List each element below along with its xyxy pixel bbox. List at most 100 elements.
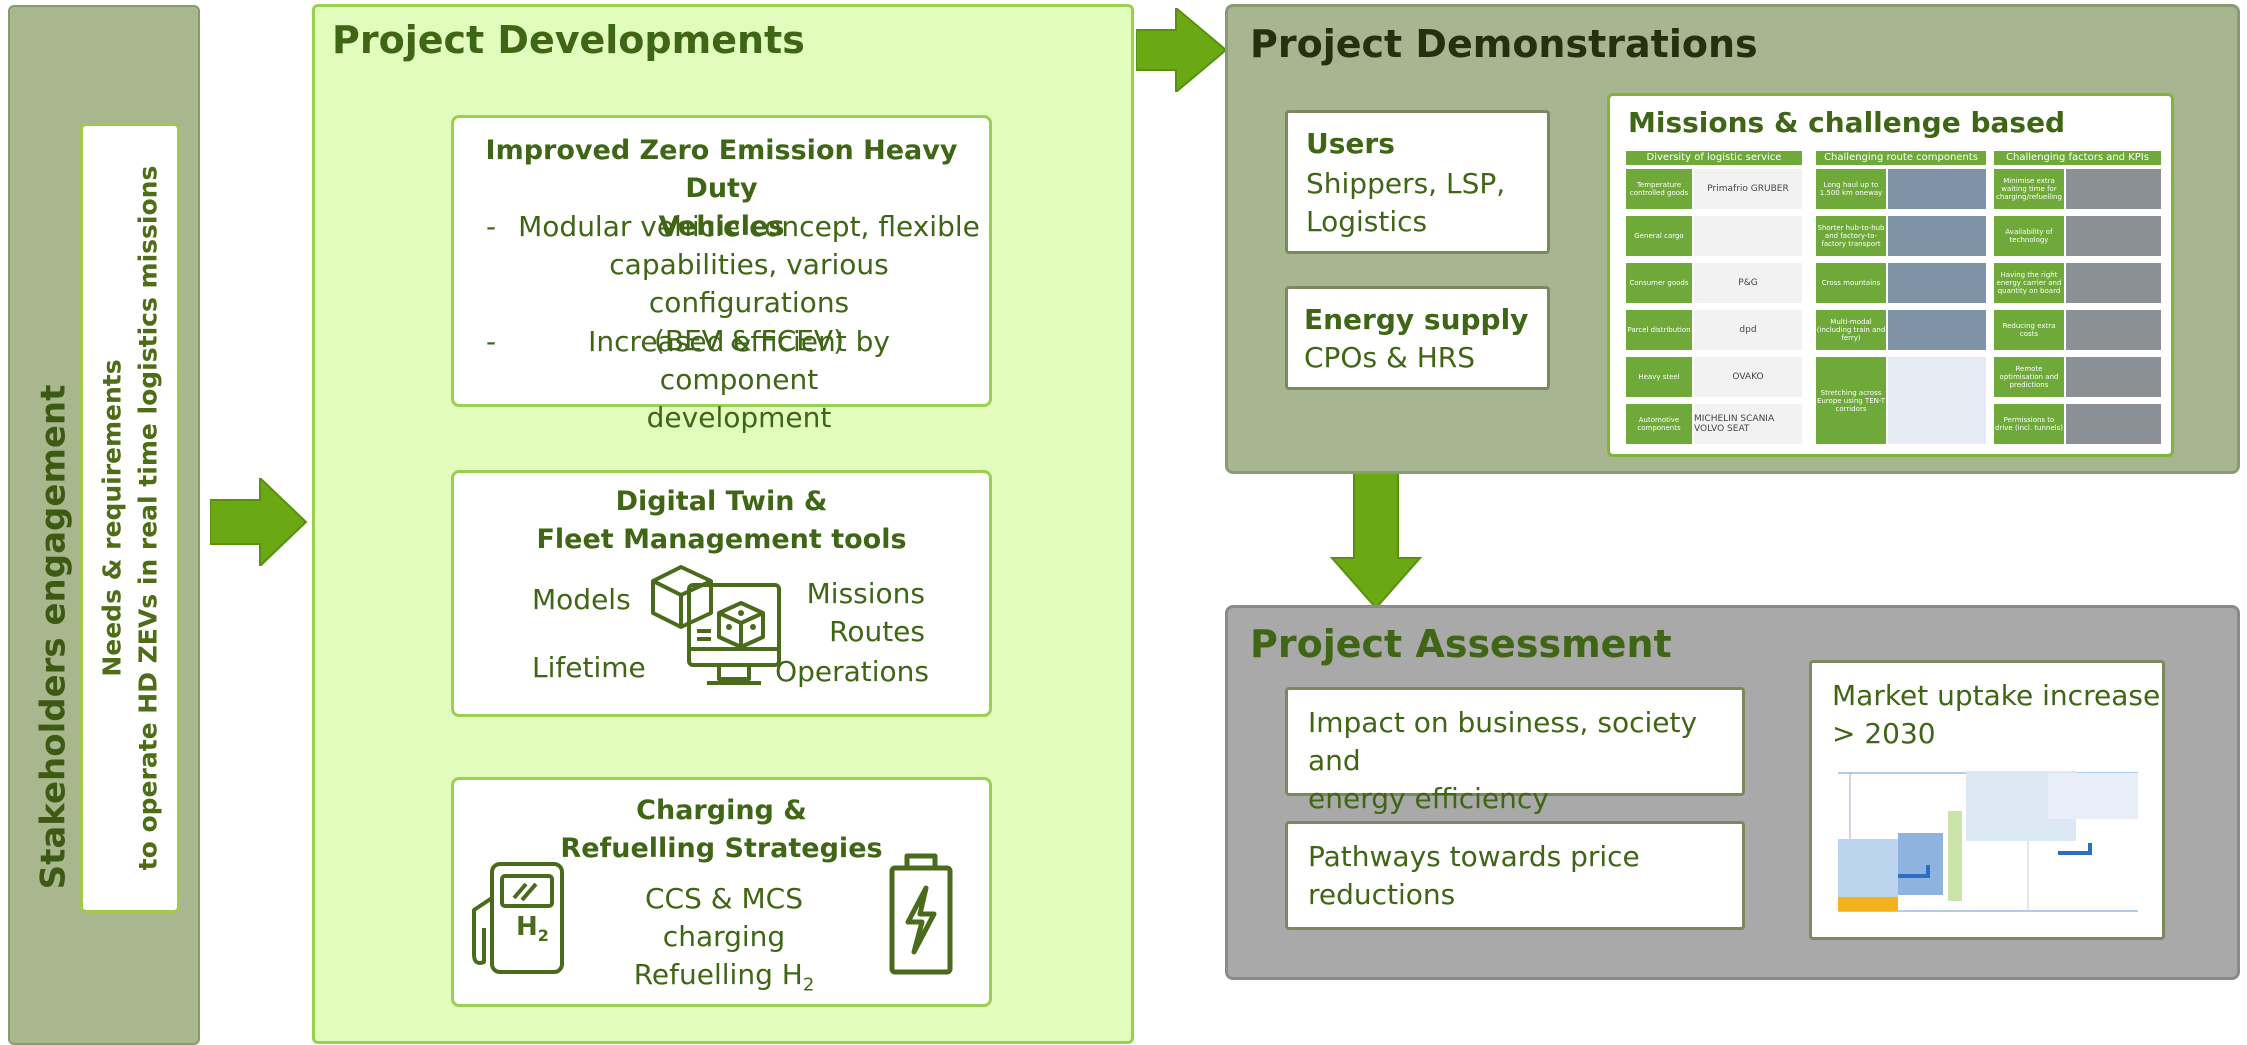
digital-twin-title-line2: Fleet Management tools [536,524,907,555]
charging-box: Charging & Refuelling Strategies CCS & M… [451,777,992,1007]
market-text: Market uptake increase > 2030 [1832,677,2160,753]
developments-title: Project Developments [332,18,805,62]
lifetime-label: Lifetime [532,651,646,684]
vehicles-title-line1: Improved Zero Emission Heavy Duty [485,135,958,204]
users-text: Shippers, LSP, Logistics [1306,165,1505,241]
refuelling-text: Refuelling H [633,958,803,991]
operations-label: Operations [775,655,929,688]
models-label: Models [532,583,631,616]
vehicles-bullet1-line1: Modular vehicle concept, flexible [518,210,980,243]
market-timeline-thumbnail [1828,761,2148,926]
routes-label: Routes [829,615,925,648]
assessment-title: Project Assessment [1250,622,1672,666]
h2-label: H2 [516,912,549,945]
battery-charge-icon [889,853,953,975]
sector-cell: Automotive components [1626,404,1692,444]
h2-text: H [516,912,538,942]
market-line1: Market uptake increase [1832,679,2161,712]
digital-twin-title: Digital Twin & Fleet Management tools [454,483,989,559]
sector-cell: Consumer goods [1626,263,1692,303]
refuelling-sub: 2 [802,974,815,996]
vehicles-bullet1-line2: capabilities, various configurations [609,248,889,319]
vehicles-bullet2-line2: development [646,401,832,434]
impact-line1: Impact on business, society and [1308,706,1698,777]
route-photo [1888,169,1986,209]
missions-title: Missions & challenge based [1628,106,2066,139]
factor-cell: Having the right energy carrier and quan… [1994,263,2064,303]
vehicles-title-line2: Vehicles [658,211,785,242]
users-title: Users [1306,127,1395,160]
market-uptake-box: Market uptake increase > 2030 [1809,660,2165,940]
factor-cell: Minimise extra waiting time for charging… [1994,169,2064,209]
vehicles-bullet1: Modular vehicle concept, flexible capabi… [514,208,984,360]
digital-twin-box: Digital Twin & Fleet Management tools Mo… [451,470,992,717]
factor-cell: Availability of technology [1994,216,2064,256]
needs-line2: to operate HD ZEVs in real time logistic… [133,165,163,871]
charging-text: CCS & MCS charging Refuelling H2 [584,880,864,1005]
missions-table-header: Diversity of logistic service providers [1626,151,1802,177]
refuelling-line: Refuelling H2 [584,956,864,1005]
vehicles-bullet1-line3: (BEV & FCEV) [653,324,845,357]
logo-cell: Primafrio GRUBER [1694,169,1802,209]
factor-photo [2066,310,2161,350]
vehicles-box: Improved Zero Emission Heavy Duty Vehicl… [451,115,992,434]
route-cell: Cross mountains [1816,263,1886,303]
logo-cell: dpd [1694,310,1802,350]
route-photo [1888,357,1986,444]
logo-cell [1694,216,1802,256]
charging-title-line2: Refuelling Strategies [560,833,883,864]
factor-photo [2066,216,2161,256]
missions-table: Diversity of logistic service providersC… [1626,151,2161,451]
missions-box: Missions & challenge based Diversity of … [1607,93,2174,457]
needs-text: Needs & requirements to operate HD ZEVs … [94,166,166,871]
logo-cell: MICHELIN SCANIA VOLVO SEAT [1694,404,1802,444]
logo-cell: OVAKO [1694,357,1802,397]
energy-supply-box: Energy supply CPOs & HRS [1285,286,1550,390]
vehicles-bullet2-line1: Increased efficient by component [588,325,890,396]
vehicles-bullet2: Increased efficient by component develop… [514,323,964,437]
market-line2: > 2030 [1832,717,1936,750]
right-arrow-icon [1136,8,1228,92]
charging-title: Charging & Refuelling Strategies [454,792,989,868]
route-photo [1888,216,1986,256]
sector-cell: General cargo [1626,216,1692,256]
pathways-text: Pathways towards price reductions [1308,838,1640,914]
digital-twin-monitor-icon [651,565,781,685]
charging-line1: CCS & MCS charging [645,882,803,953]
impact-text: Impact on business, society and energy e… [1308,704,1742,818]
energy-title: Energy supply [1304,303,1529,336]
route-photo [1888,263,1986,303]
bullet-dash: - [486,210,497,243]
impact-line2: energy efficiency [1308,782,1549,815]
demonstrations-title: Project Demonstrations [1250,22,1758,66]
impact-box: Impact on business, society and energy e… [1285,687,1745,815]
route-cell: Multi-modal (including train and ferry) [1816,310,1886,350]
vehicles-title: Improved Zero Emission Heavy Duty Vehicl… [454,132,989,246]
missions-table-header: Challenging factors and KPIs [1994,151,2161,165]
sector-cell: Heavy steel [1626,357,1692,397]
needs-line1: Needs & requirements [97,359,127,677]
needs-box: Needs & requirements to operate HD ZEVs … [80,123,180,913]
hydrogen-pump-icon [472,862,564,974]
down-arrow-icon [1330,470,1422,610]
energy-line1: CPOs & HRS [1304,341,1475,374]
h2-sub: 2 [537,926,549,946]
route-cell: Long haul up to 1.500 km oneway [1816,169,1886,209]
route-cell: Stretching across Europe using TEN-T cor… [1816,357,1886,444]
factor-photo [2066,263,2161,303]
stakeholders-title: Stakeholders engagement [33,384,74,890]
bullet-dash: - [486,325,497,358]
users-line1: Shippers, LSP, [1306,167,1506,200]
factor-cell: Reducing extra costs [1994,310,2064,350]
factor-cell: Remote optimisation and predictions [1994,357,2064,397]
missions-label: Missions [806,577,925,610]
pathways-box: Pathways towards price reductions [1285,821,1745,930]
pathways-line2: reductions [1308,878,1456,911]
logo-cell: P&G [1694,263,1802,303]
factor-photo [2066,357,2161,397]
users-line2: Logistics [1306,205,1428,238]
right-arrow-icon [210,478,308,566]
pathways-line1: Pathways towards price [1308,840,1640,873]
route-cell: Shorter hub-to-hub and factory-to-factor… [1816,216,1886,256]
digital-twin-title-line1: Digital Twin & [615,486,828,517]
